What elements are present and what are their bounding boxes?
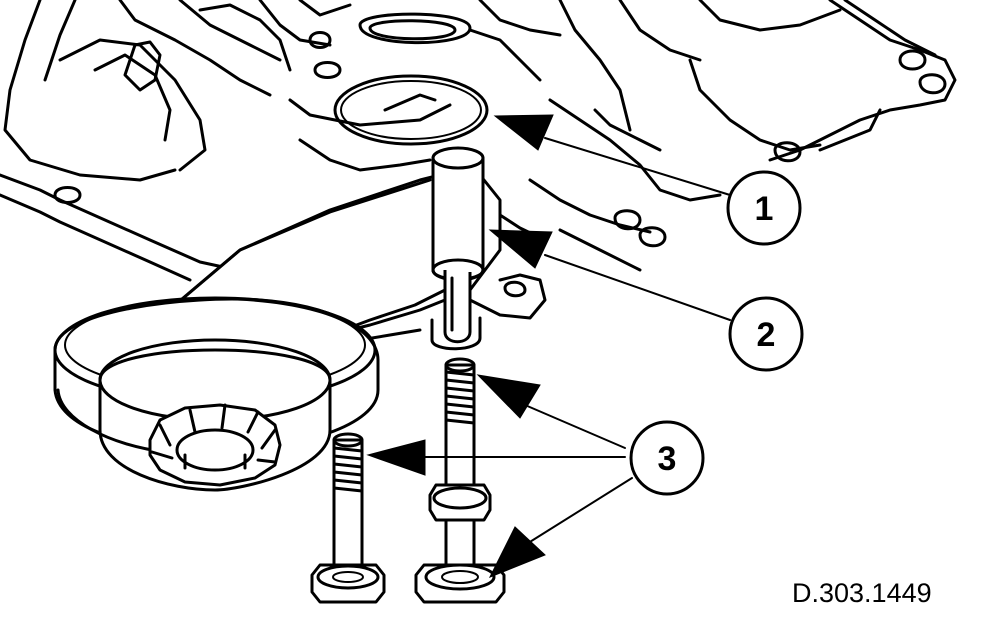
pump-assembly bbox=[53, 168, 502, 492]
locating-pin bbox=[430, 146, 485, 351]
arrowhead-1 bbox=[493, 114, 554, 151]
callout-3-label: 3 bbox=[658, 440, 677, 478]
engine-housing bbox=[0, 0, 957, 320]
callout-1: 1 bbox=[726, 170, 802, 246]
arrowheads bbox=[366, 114, 554, 578]
arrowhead-3c bbox=[488, 526, 546, 578]
callout-2: 2 bbox=[728, 296, 804, 372]
leader-lines bbox=[409, 137, 731, 546]
callout-1-label: 1 bbox=[755, 190, 774, 228]
bolt-short bbox=[310, 432, 386, 604]
figure-reference-code: D.303.1449 bbox=[792, 578, 932, 608]
arrowhead-3b bbox=[366, 439, 426, 476]
callout-3: 3 bbox=[629, 420, 705, 496]
arrowhead-2 bbox=[488, 229, 553, 269]
bolt-long bbox=[414, 357, 506, 604]
drive-gear bbox=[148, 403, 282, 487]
arrowhead-3a bbox=[476, 374, 541, 419]
o-ring-seal bbox=[333, 74, 489, 146]
callout-2-label: 2 bbox=[757, 316, 776, 354]
